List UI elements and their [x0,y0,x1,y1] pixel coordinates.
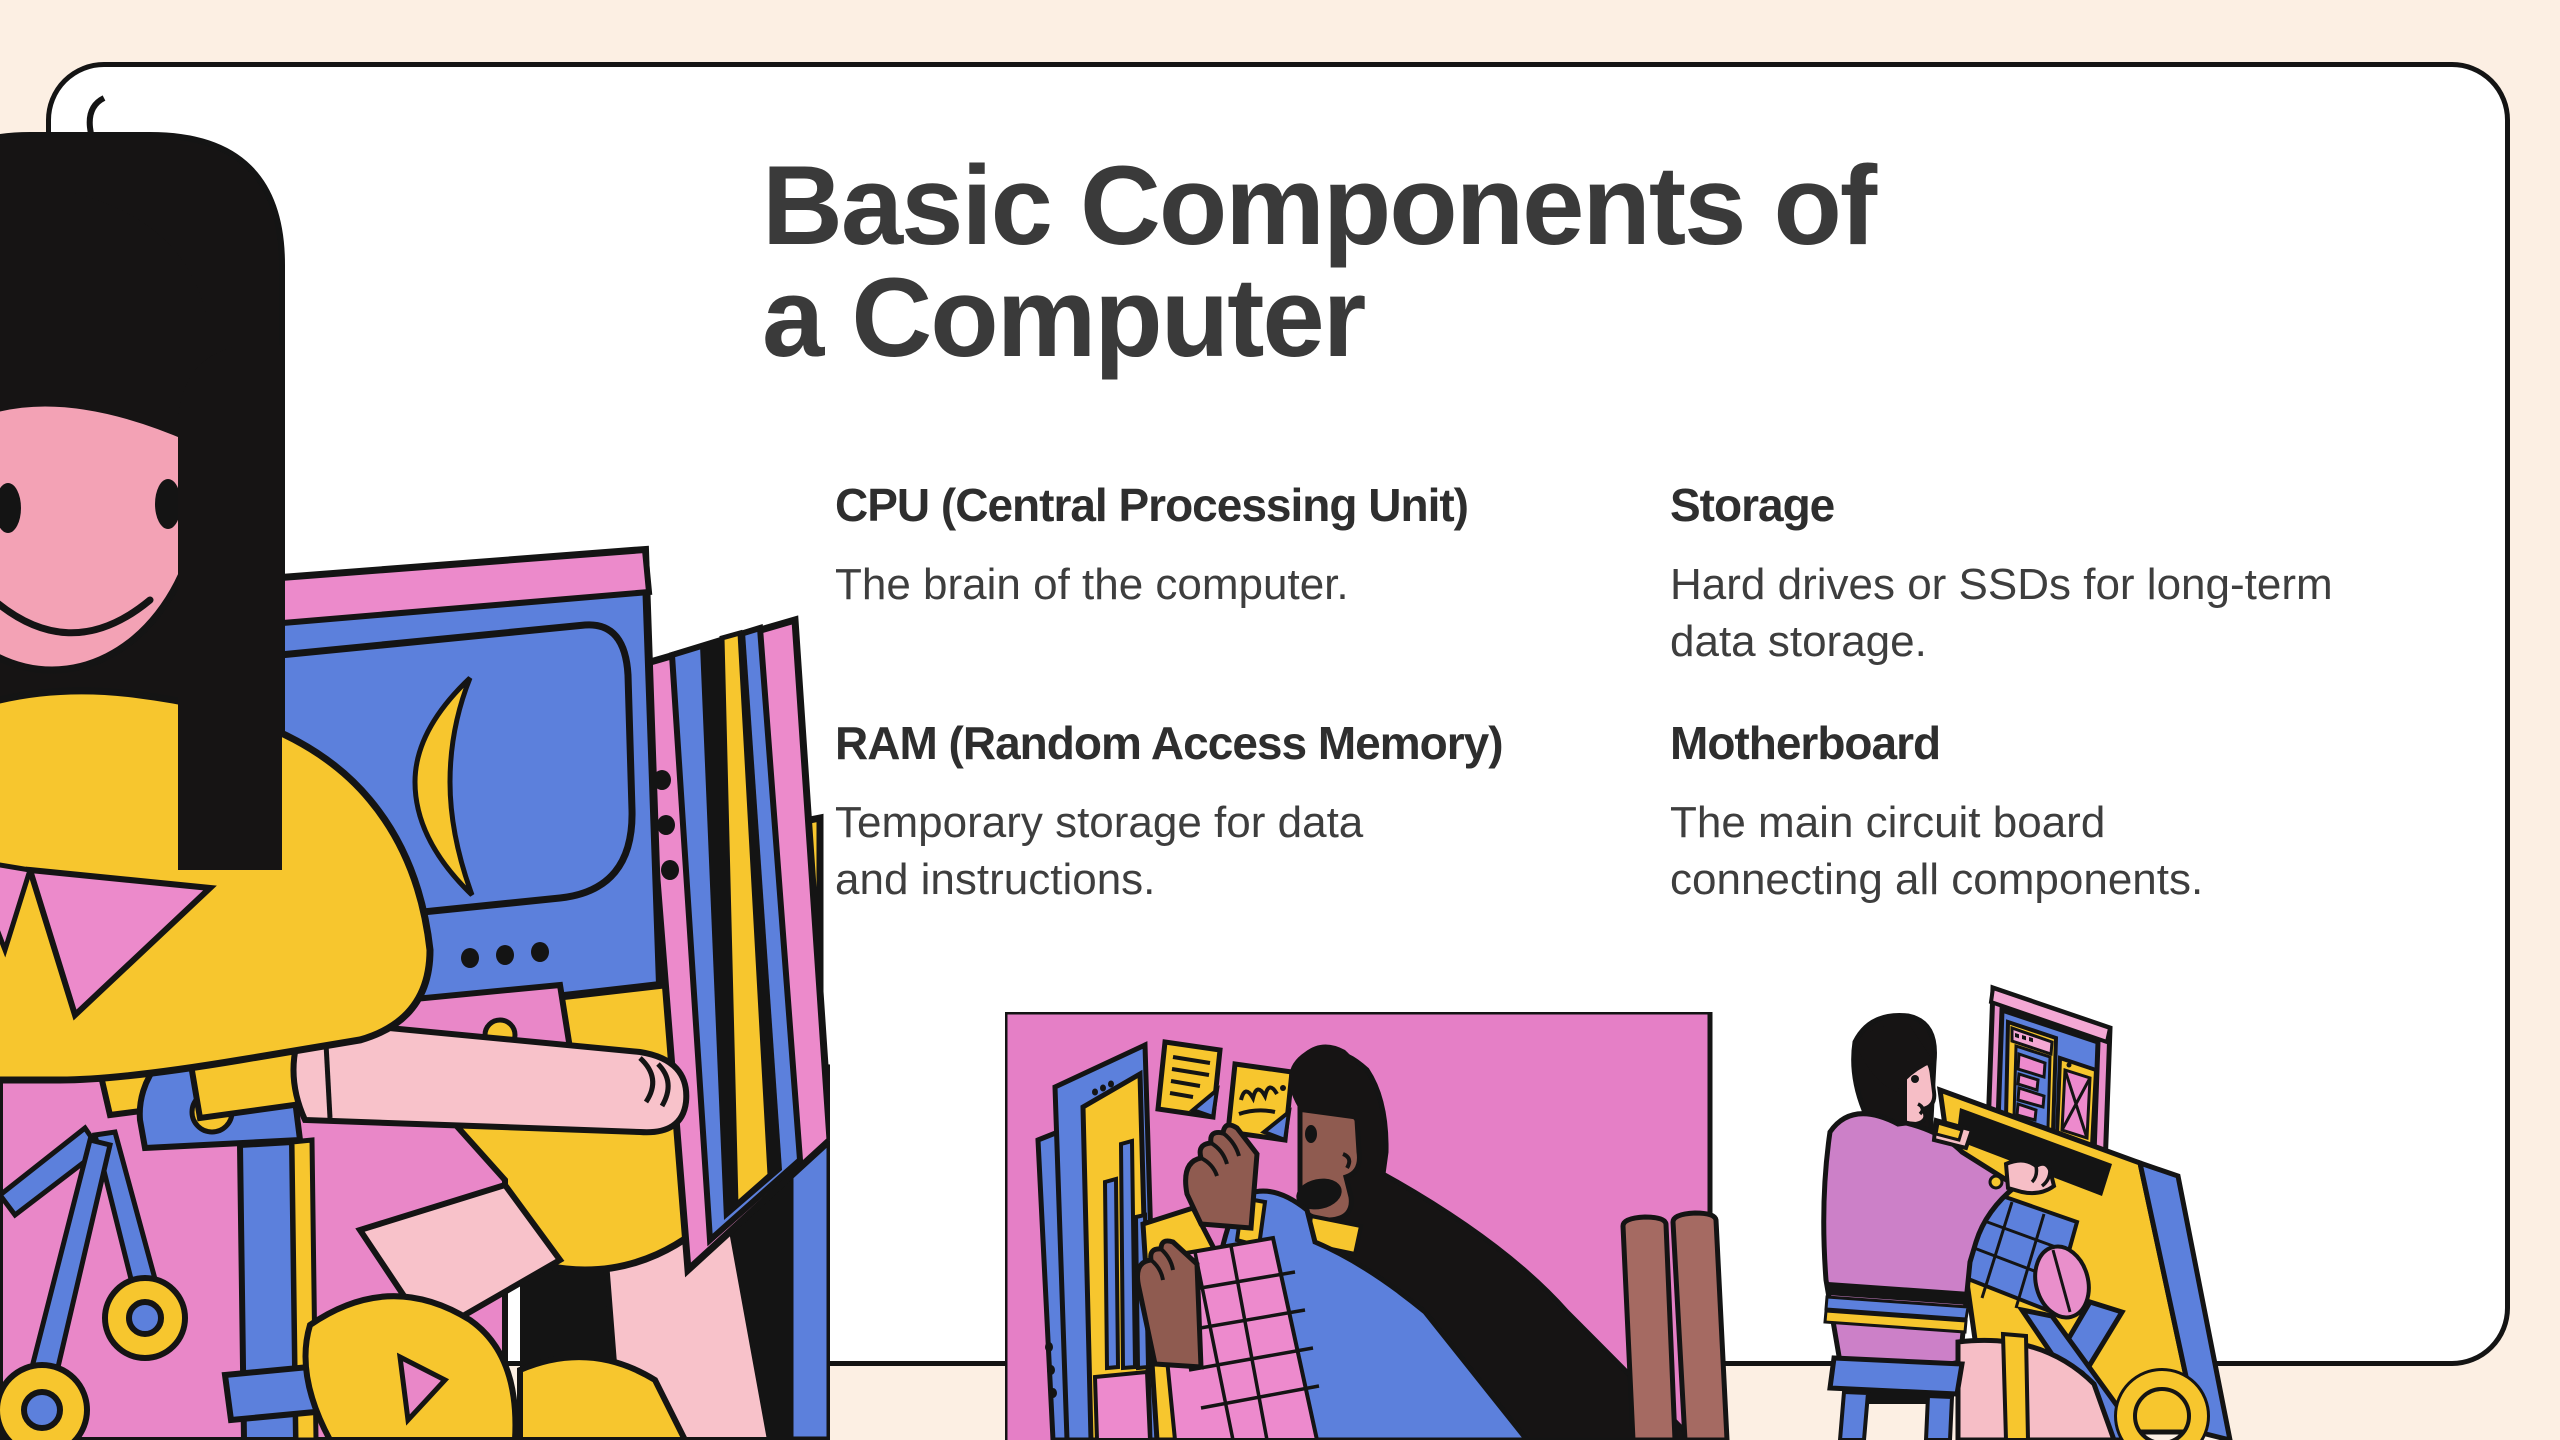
section-cpu-body: The brain of the computer. [835,559,1349,609]
angled-monitor-icon [1038,1045,1157,1440]
section-cpu-heading: CPU (Central Processing Unit) [835,479,1469,531]
illustration-woman-typing [1005,1012,1780,1440]
section-motherboard-body: The main circuit board connecting all co… [1670,797,2204,904]
stool [1830,1358,1962,1440]
section-storage-heading: Storage [1670,479,1835,531]
woman [0,98,430,1080]
hands [1138,1125,1258,1367]
illustration-woman-workstation [1810,980,2430,1440]
section-motherboard-heading: Motherboard [1670,717,1941,769]
sticky-note-icon [1228,1064,1292,1140]
legs-and-boots [306,1185,686,1440]
page-title: Basic Components of a Computer [762,143,1877,380]
section-motherboard: Motherboard The main circuit board conne… [1670,714,2510,908]
illustration-woman-desktop [0,80,830,1440]
section-ram-body: Temporary storage for data and instructi… [835,797,1364,904]
component-sections: CPU (Central Processing Unit) The brain … [835,476,2510,908]
section-storage-body: Hard drives or SSDs for long-term data s… [1670,559,2333,666]
section-cpu: CPU (Central Processing Unit) The brain … [835,476,1670,714]
sticky-note-icon [1158,1042,1220,1117]
section-storage: Storage Hard drives or SSDs for long-ter… [1670,476,2510,714]
section-ram: RAM (Random Access Memory) Temporary sto… [835,714,1670,908]
chair-back [1623,1213,1727,1440]
side-monitor-icon [640,620,830,1270]
section-ram-heading: RAM (Random Access Memory) [835,717,1504,769]
